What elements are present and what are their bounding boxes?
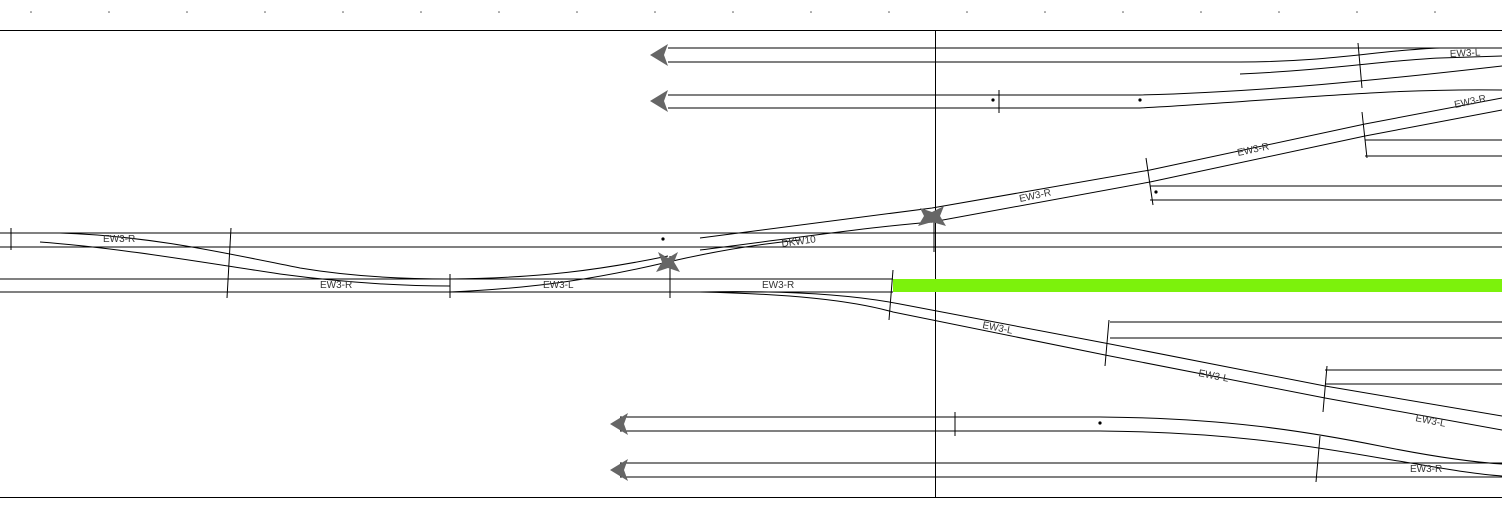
grid-dot — [1122, 11, 1124, 13]
crossing-icon — [918, 206, 946, 226]
buffer-stop-icon — [650, 44, 668, 66]
track-label: EW3-L — [1197, 368, 1230, 385]
track-main-upper[interactable] — [0, 222, 1502, 299]
track-label: EW3-L — [1414, 413, 1447, 430]
grid-dot — [342, 11, 344, 13]
grid-dot — [1356, 11, 1358, 13]
grid-dot — [186, 11, 188, 13]
track-label: DKW10 — [781, 234, 817, 250]
track-label: EW3-L — [543, 280, 574, 291]
track-lower-2[interactable] — [620, 435, 1502, 483]
track-label: EW3-L — [981, 320, 1014, 337]
grid-dot — [420, 11, 422, 13]
branch-lower-diagonal[interactable] — [699, 291, 1502, 431]
track-label: EW3-R — [1410, 464, 1442, 475]
branch-upper-diagonal[interactable] — [699, 97, 1502, 251]
dot-icon — [1154, 190, 1158, 194]
grid-dot — [498, 11, 500, 13]
grid-dot — [732, 11, 734, 13]
canvas-frame — [0, 30, 1502, 498]
dot-icon — [1098, 421, 1102, 425]
dot-icon — [661, 237, 665, 241]
grid-dot — [1434, 11, 1436, 13]
track-2[interactable] — [668, 65, 1502, 113]
track-label: EW3-R — [1018, 187, 1052, 204]
grid-dot — [966, 11, 968, 13]
track-labels: EW3-L EW3-R EW3-R EW3-R EW3-R DKW10 EW3-… — [103, 47, 1487, 475]
grid-dot — [576, 11, 578, 13]
grid-dot — [888, 11, 890, 13]
track-label: EW3-R — [1453, 93, 1487, 110]
track-label: EW3-R — [762, 280, 794, 291]
buffer-stop-icon — [610, 413, 628, 435]
dot-icon — [991, 98, 995, 102]
grid-dot — [264, 11, 266, 13]
track-label: EW3-R — [103, 234, 135, 245]
grid-dot — [1044, 11, 1046, 13]
buffer-stop-icon — [650, 90, 668, 112]
occupied-track-highlight[interactable] — [893, 279, 1502, 292]
grid-dot — [810, 11, 812, 13]
track-label: EW3-R — [1236, 141, 1270, 158]
grid-dot — [30, 11, 32, 13]
crossing-markers — [656, 206, 946, 272]
crossing-icon — [656, 252, 680, 272]
track-lower-1[interactable] — [620, 412, 1502, 477]
grid-dot — [654, 11, 656, 13]
track-label: EW3-R — [320, 280, 352, 291]
track-1[interactable] — [668, 42, 1502, 89]
grid-dot — [1278, 11, 1280, 13]
grid-dot — [108, 11, 110, 13]
buffer-stops — [610, 44, 668, 481]
buffer-stop-icon — [610, 459, 628, 481]
dot-icon — [1138, 98, 1142, 102]
track-label: EW3-L — [1450, 47, 1482, 60]
grid-dots — [30, 11, 1436, 13]
grid-dot — [1200, 11, 1202, 13]
